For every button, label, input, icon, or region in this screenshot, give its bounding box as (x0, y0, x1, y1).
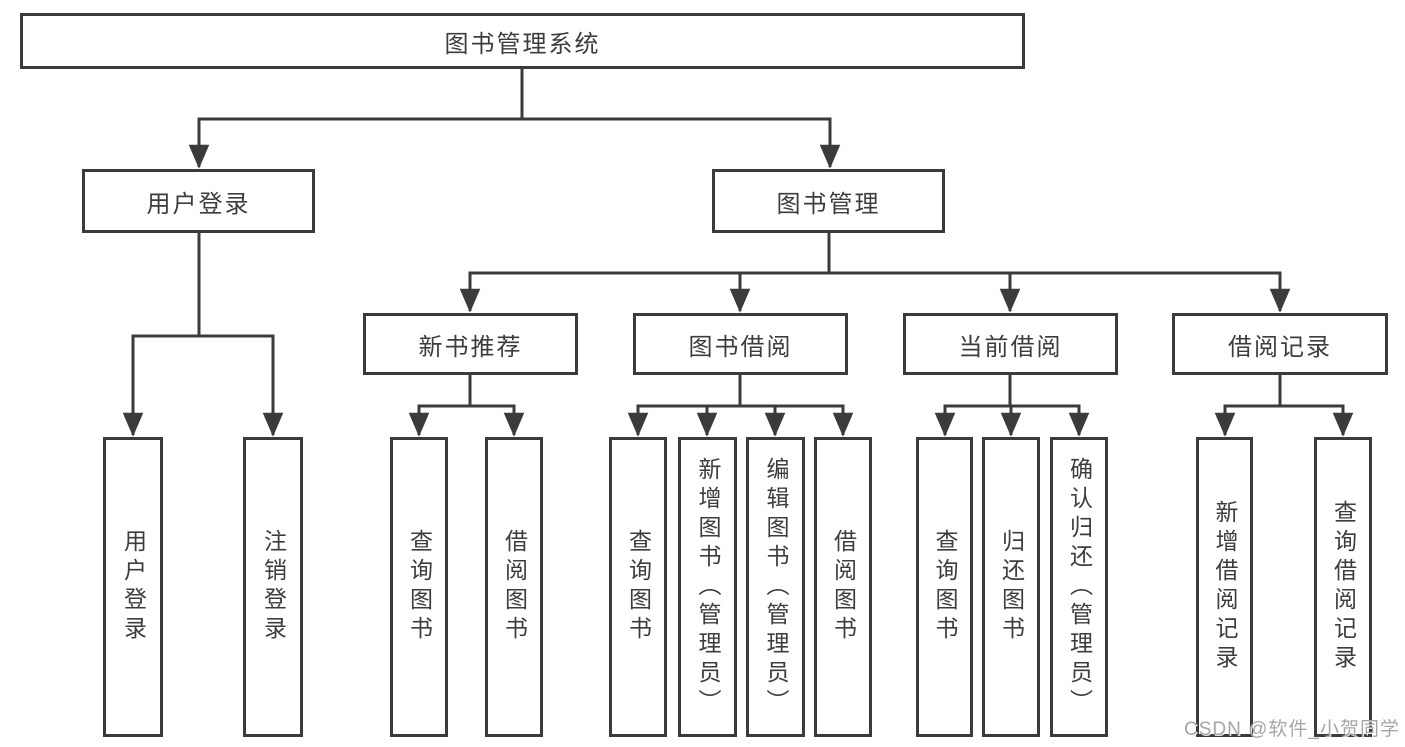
node-bb-query-book: 查询图书 (609, 437, 667, 737)
node-cb-query-book: 查询图书 (916, 437, 973, 737)
node-book-borrow: 图书借阅 (633, 313, 848, 375)
node-new-book-recommend: 新书推荐 (363, 313, 578, 375)
node-br-query-record: 查询借阅记录 (1314, 437, 1372, 737)
node-user-login-action: 用户登录 (103, 437, 163, 737)
node-user-login: 用户登录 (82, 169, 315, 233)
node-current-borrow: 当前借阅 (903, 313, 1118, 375)
node-bb-add-book-admin: 新增图书（管理员） (678, 437, 737, 737)
csdn-watermark: CSDN @软件_小贺同学 (1184, 719, 1400, 740)
node-book-management: 图书管理 (712, 169, 945, 233)
node-logout-action: 注销登录 (243, 437, 303, 737)
node-borrow-record: 借阅记录 (1172, 313, 1388, 375)
node-nb-borrow-book: 借阅图书 (485, 437, 543, 737)
node-nb-query-book: 查询图书 (390, 437, 448, 737)
node-bb-edit-book-admin: 编辑图书（管理员） (746, 437, 805, 737)
node-root: 图书管理系统 (20, 13, 1025, 69)
node-cb-confirm-return-admin: 确认归还（管理员） (1050, 437, 1108, 737)
node-bb-borrow-book: 借阅图书 (814, 437, 872, 737)
node-cb-return-book: 归还图书 (982, 437, 1040, 737)
node-br-add-record: 新增借阅记录 (1196, 437, 1253, 737)
